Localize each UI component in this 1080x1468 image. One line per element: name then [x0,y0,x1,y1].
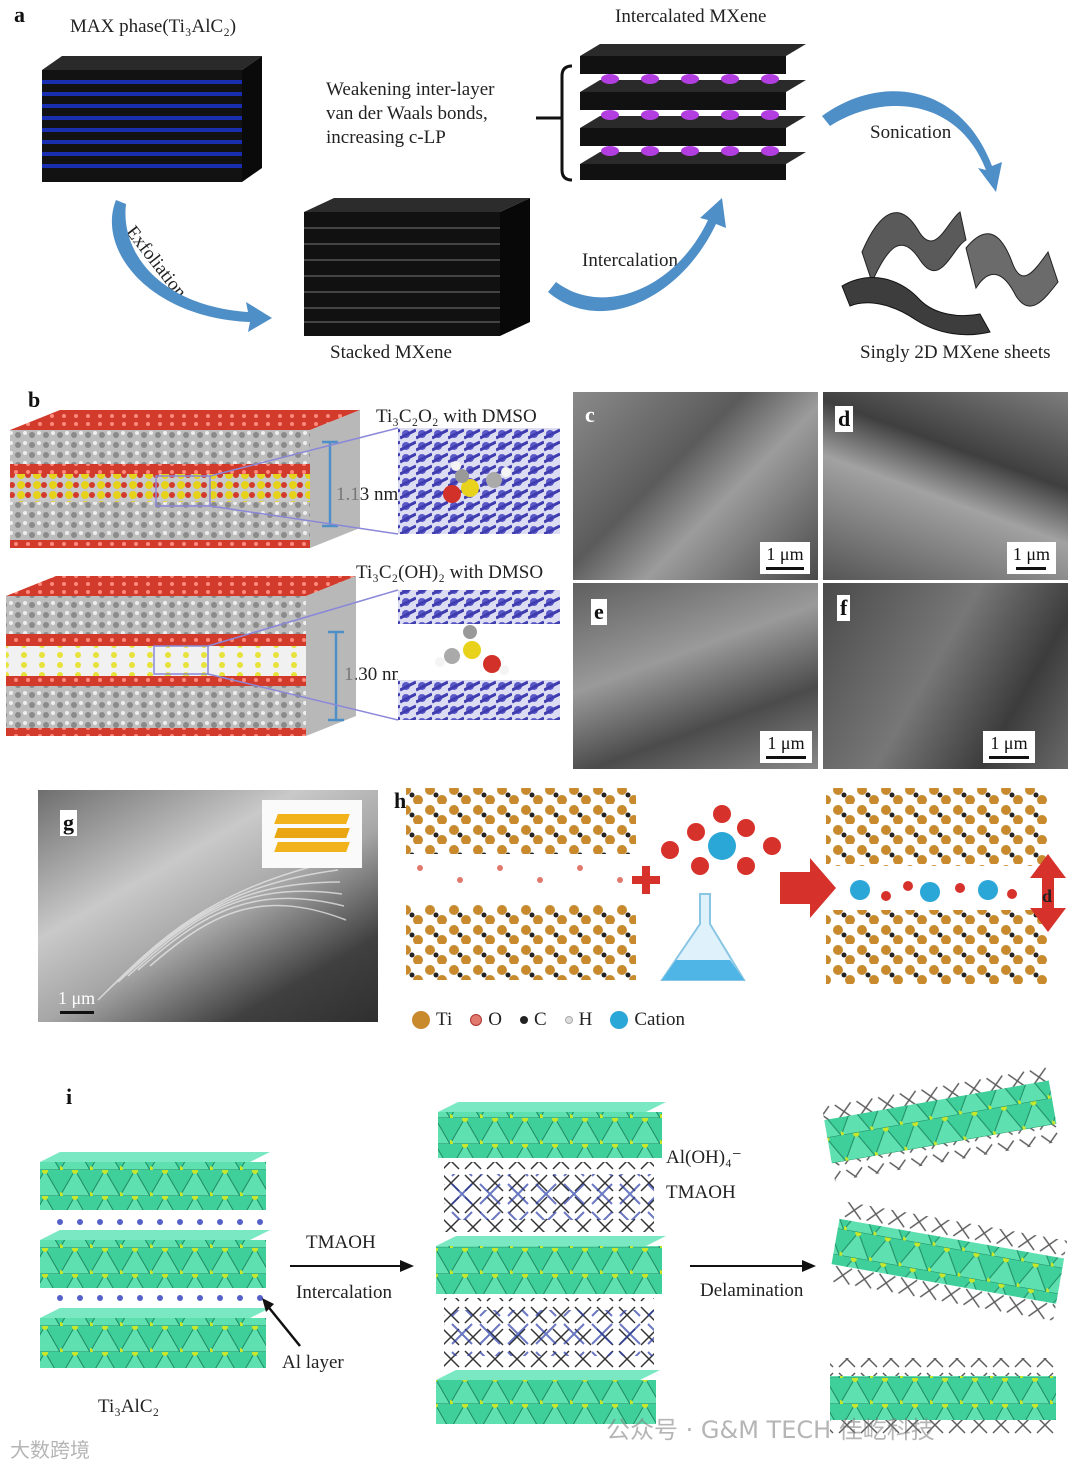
legend-ti-label: Ti [436,1009,453,1030]
sem-image-d: d 1 μm [823,392,1068,580]
panel-a-diagram [42,44,1059,336]
scale-text-g: 1 μm [58,988,96,1008]
max-phase-label: MAX phase(Ti₃AlC₂) [70,16,237,37]
panel-c-letter: c [585,402,595,427]
h-legend: Ti O C H Cation [412,1006,685,1034]
al-layer-label: Al layer [282,1352,344,1373]
max-phase-stack [42,56,262,182]
sem-image-f: f 1 μm [823,583,1068,769]
sem-image-c: c 1 μm [573,392,818,580]
ti3alc2-label: Ti₃AlC₂ [98,1396,160,1417]
panel-h-letter: h [394,788,407,813]
scale-bar-g: 1 μm [52,986,101,1018]
panel-i-diagram [40,1062,1068,1438]
scale-text-e: 1 μm [767,733,805,753]
panel-f-letter: f [837,595,851,621]
panel-i-letter: i [66,1084,73,1109]
sem-image-g: g 1 μm [38,790,378,1022]
panel-b-structure [6,410,560,736]
scale-bar-e: 1 μm [760,731,812,763]
delaminated-sheets [821,1062,1068,1438]
intercalated-mxene-label: Intercalated MXene [615,6,767,27]
aloh4-label: Al(OH)₄⁻ [666,1147,742,1168]
scale-bar-c: 1 μm [760,542,810,574]
legend-c-label: C [533,1009,547,1030]
intercalated-cations [850,880,998,902]
dmso-molecule-bottom [435,625,509,675]
scale-bar-d: 1 μm [1006,542,1056,574]
panel-a-letter: a [14,2,25,27]
legend-h: H [564,1009,593,1031]
intercalation-label-i: Intercalation [296,1282,393,1303]
stacked-mxene-label: Stacked MXene [330,342,452,363]
spacing-1-30-label: 1.30 nm [344,664,407,685]
scale-text-d: 1 μm [1012,544,1050,564]
sonication-label: Sonication [870,122,952,143]
ti3c2oh2-dmso-label: Ti₃C₂(OH)₂ with DMSO [356,562,544,583]
tmaoh-label: TMAOH [666,1182,736,1203]
intercalated-mxene [536,44,806,182]
note-line-2: van der Waals bonds, [326,103,488,124]
legend-cation: Cation [610,1009,685,1031]
singly-mxene-label: Singly 2D MXene sheets [860,342,1051,363]
watermark-right: 公众号 · G&M TECH 佳屹科技 [606,1416,935,1444]
ti3c2o2-dmso-label: Ti₃C₂O₂ with DMSO [376,406,537,427]
legend-o-label: O [488,1009,502,1030]
scale-text-c: 1 μm [766,544,804,564]
process-arrows [111,91,1002,332]
scale-bar-f: 1 μm [983,731,1035,763]
panel-g-letter: g [60,810,77,836]
tmaoh-reagent-label: TMAOH [306,1232,376,1253]
note-line-3: increasing c-LP [326,127,446,148]
single-mxene-sheets [841,211,1059,336]
tmaoh-intercalated-stack [436,1102,666,1424]
legend-ti: Ti [412,1009,452,1031]
gold-layers-inset [262,800,362,868]
ti3alc2-stack [40,1152,301,1368]
scale-text-f: 1 μm [990,733,1028,753]
interlayer-d-label: d [1042,886,1053,906]
panel-b-letter: b [28,387,41,412]
panel-h-diagram [406,788,1066,984]
sem-g-lamellae [97,859,347,1001]
delamination-label: Delamination [700,1280,804,1301]
panel-d-letter: d [835,406,854,432]
sem-image-e: e 1 μm [573,583,818,769]
watermark-left: 大数跨境 [10,1438,90,1462]
note-line-1: Weakening inter-layer [326,79,495,100]
panel-e-letter: e [591,599,607,625]
weakening-note: Weakening inter-layer van der Waals bond… [326,78,494,150]
legend-o: O [470,1009,502,1031]
legend-cation-label: Cation [634,1009,686,1030]
intercalation-label-a: Intercalation [582,250,679,271]
stacked-mxene [304,198,530,336]
legend-h-label: H [578,1009,593,1030]
dmso-molecule-top [443,461,511,503]
legend-c: C [519,1009,547,1031]
